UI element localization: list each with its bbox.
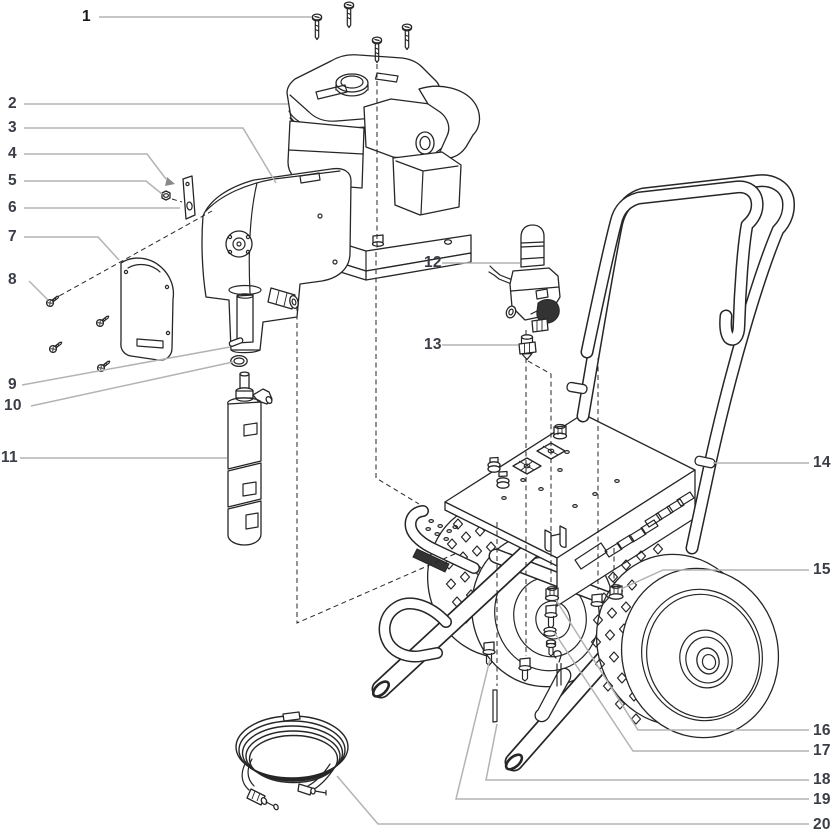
callout-17: 17	[813, 742, 831, 759]
hitch-pin-clip	[553, 650, 562, 687]
engine-handle-wing	[418, 85, 481, 159]
front-cover-shield	[120, 257, 175, 361]
leader-lines	[20, 16, 809, 825]
drain-fitting	[518, 334, 537, 361]
callout-13: 13	[424, 336, 442, 353]
callout-1: 1	[82, 8, 91, 25]
callout-11: 11	[1, 449, 18, 466]
cart-handle	[566, 174, 795, 555]
crank-bearing	[225, 230, 253, 258]
leader-arrowhead	[165, 177, 175, 186]
whip-end-fitting	[297, 783, 313, 796]
callout-8: 8	[8, 271, 17, 288]
pump-assembly	[201, 167, 352, 354]
pump-clamp	[544, 529, 552, 552]
dowel-pin	[228, 337, 244, 347]
callout-16: 16	[813, 722, 831, 739]
coil-band	[282, 711, 301, 722]
engine-assembly	[286, 54, 481, 281]
valve-handle	[536, 299, 560, 324]
deck-fasteners	[482, 584, 624, 723]
suction-tube	[227, 371, 273, 546]
callout-9: 9	[8, 376, 17, 393]
callout-6: 6	[8, 199, 17, 216]
alignment-guides	[51, 64, 615, 686]
callout-14: 14	[813, 454, 831, 471]
left-leg-tube	[371, 527, 555, 699]
handle-grip-collar-left	[566, 381, 588, 395]
callout-10: 10	[4, 397, 22, 414]
hose-end-fitting	[246, 788, 266, 806]
callout-5: 5	[8, 172, 17, 189]
mounting-plate	[182, 175, 196, 220]
cart-deck	[444, 413, 696, 607]
o-ring	[230, 354, 248, 368]
callout-4: 4	[8, 145, 17, 162]
handle-grip-collar-right	[694, 455, 716, 469]
front-tray	[404, 505, 480, 574]
callout-12: 12	[424, 254, 442, 271]
callout-7: 7	[8, 228, 17, 245]
callout-2: 2	[8, 95, 17, 112]
callout-19: 19	[813, 791, 831, 808]
callout-20: 20	[813, 816, 831, 833]
callout-15: 15	[813, 561, 831, 578]
callout-18: 18	[813, 771, 831, 788]
prime-valve-assembly	[488, 224, 561, 333]
cylinder-block	[392, 151, 462, 216]
piston-sleeve	[236, 294, 254, 344]
long-pin	[492, 689, 498, 723]
lock-nut	[161, 190, 171, 201]
shield-screws	[45, 295, 111, 373]
cart-assembly	[371, 174, 795, 772]
hose-coil	[235, 711, 349, 811]
callout-3: 3	[8, 119, 17, 136]
pump-outlet	[267, 287, 296, 310]
right-wheel	[590, 543, 780, 739]
engine-mounting-screws	[311, 1, 413, 64]
